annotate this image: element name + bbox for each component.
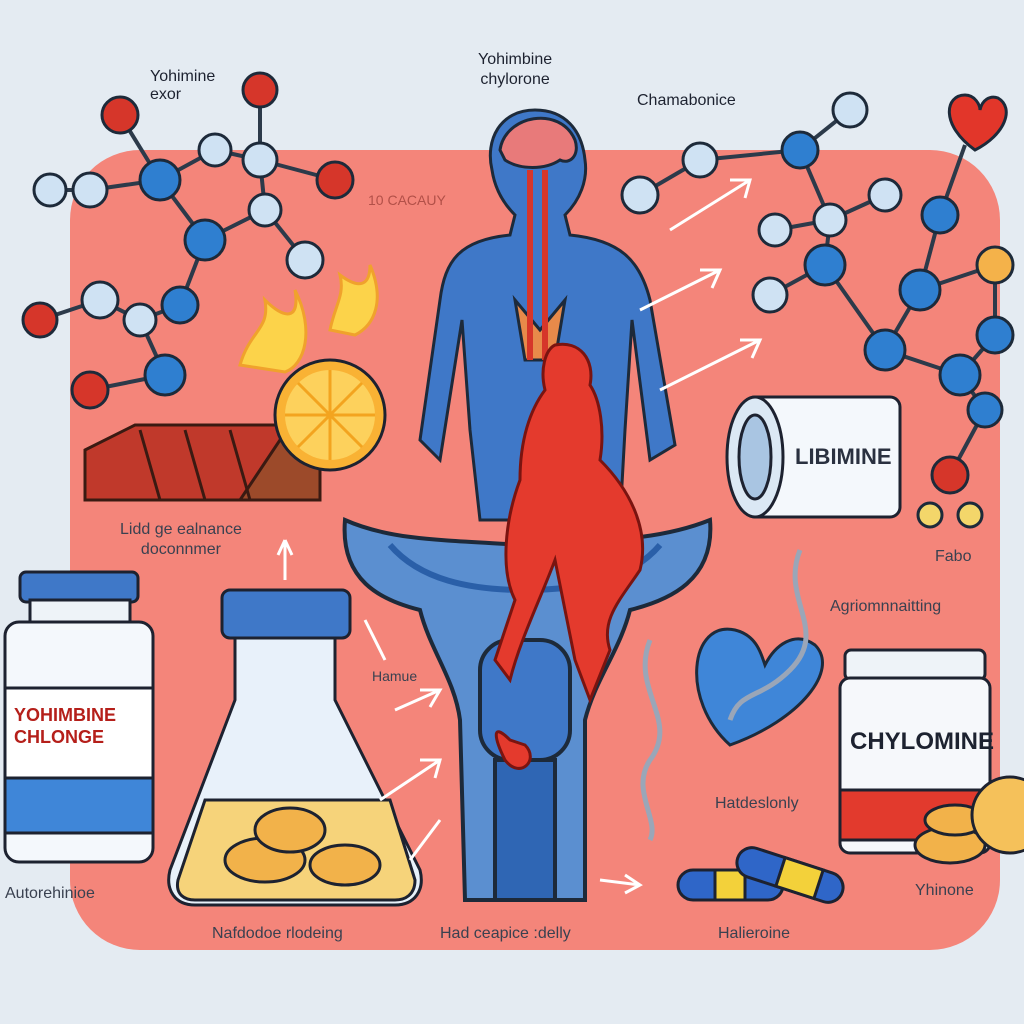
label-yohimbine-top-center: Yohimbine chylorone [478,51,553,88]
libimine-can-label: LIBIMINE [795,444,892,469]
right-molecule-atoms [620,91,1015,529]
flame-icon [238,289,308,374]
label-hadeslonly: Hatdeslonly [715,795,799,812]
left-molecule-atoms [21,71,355,410]
smoke [640,549,809,842]
label-yohimbine-top-left: Yohimine exor [150,68,216,103]
label-halieroine: Halieroine [718,925,791,942]
blue-human-figure [418,108,677,522]
left-bottle [3,570,155,864]
flame-icon [328,264,379,337]
label-calorie: 10 CACAUY [368,192,446,208]
label-nafdodoe: Nafdodoe rlodeing [212,925,343,942]
label-lipid-balance: Lidd ge ealnance doconnmer [120,521,242,558]
label-agriom: Agriomnnaitting [830,598,942,615]
arrows [276,178,763,895]
label-autonehinioe: Autorehinioe [5,885,95,902]
blue-heart-icon [695,627,824,747]
left-bottle-label: YOHIMBINE CHLONGE [14,705,117,747]
label-had-ceapice: Had ceapice :delly [440,925,571,942]
chylomine-jar-label: CHYLOMINE [850,728,994,755]
orange-slice [273,358,387,472]
flask [167,588,423,907]
libimine-can [725,395,902,519]
label-yhinone: Yhinone [915,882,974,899]
heart-icon [947,93,1008,152]
tablets [913,775,1024,865]
label-hamue: Hamue [372,668,418,684]
label-chamabonice: Chamabonice [637,92,736,109]
red-figure [493,342,645,770]
capsules [676,846,845,904]
label-fabo: Fabo [935,548,972,565]
